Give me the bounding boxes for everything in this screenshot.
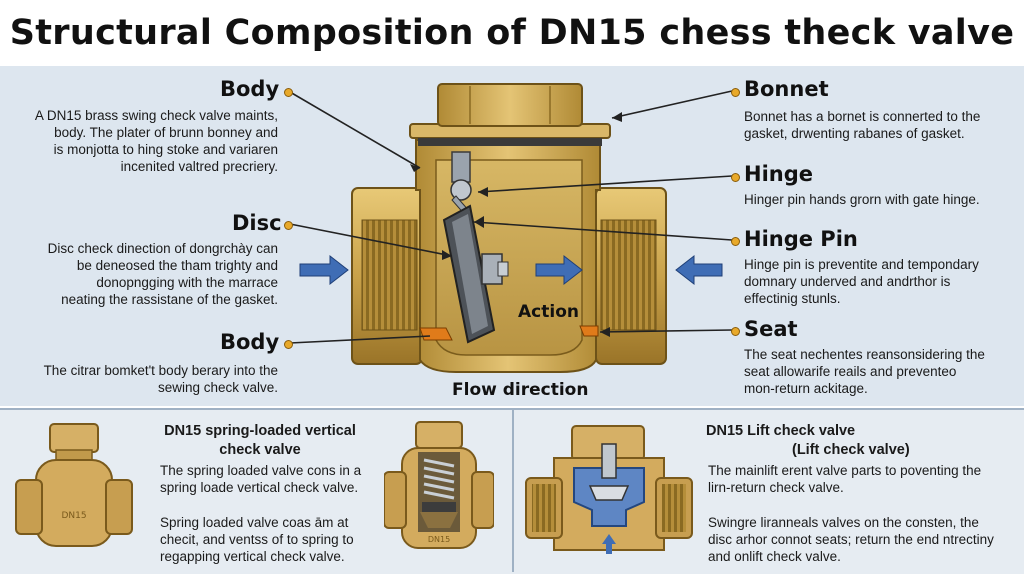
- bonnet-description: Bonnet has a bornet is connerted to the …: [744, 109, 981, 141]
- marker-dot: [731, 173, 740, 182]
- page-title: Structural Composition of DN15 chess the…: [9, 13, 1015, 53]
- marker-dot: [284, 221, 293, 230]
- seat-description: The seat nechentes reansonsidering the s…: [744, 347, 985, 396]
- label-bonnet: Bonnet: [744, 77, 829, 101]
- title-bar: Structural Composition of DN15 chess the…: [0, 0, 1024, 66]
- label-hinge: Hinge: [744, 162, 813, 186]
- disc-part: [442, 204, 509, 344]
- label-hinge-pin: Hinge Pin: [744, 227, 858, 251]
- label-body-bottom: Body: [220, 330, 280, 354]
- marker-dot: [284, 340, 293, 349]
- marker-dot: [284, 88, 293, 97]
- lift-check-valve-cross-section: [525, 425, 693, 554]
- body-top-description: A DN15 brass swing check valve maints, b…: [34, 108, 278, 174]
- label-disc: Disc: [232, 211, 282, 235]
- spring-valve-title: DN15 spring-loaded vertical check valve: [164, 423, 356, 458]
- label-body-top: Body: [220, 77, 280, 101]
- flow-direction-label: Flow direction: [452, 380, 589, 400]
- swing-check-valve-cross-section: [289, 83, 733, 373]
- seat-part: [419, 327, 453, 341]
- label-seat: Seat: [744, 317, 798, 341]
- dn15-stamp: DN15: [61, 511, 86, 521]
- right-port: [595, 187, 667, 365]
- bonnet-part: [409, 83, 611, 146]
- marker-dot: [731, 237, 740, 246]
- disc-description: Disc check dinection of dongrchày can be…: [47, 241, 278, 307]
- spring-valve-description-2: Spring loaded valve coas ām at checit, a…: [160, 515, 354, 564]
- hinge-description: Hinger pin hands grorn with gate hinge.: [744, 192, 980, 207]
- flow-arrows: [299, 254, 723, 286]
- lift-valve-description-1: The mainlift erent valve parts to povent…: [708, 463, 982, 495]
- dn15-stamp: DN15: [428, 535, 450, 544]
- lift-valve-title: DN15 Lift check valve (Lift check valve): [706, 423, 910, 458]
- spring-loaded-valve-cutaway: DN15: [384, 421, 494, 549]
- panel-divider: [512, 410, 514, 572]
- action-label: Action: [518, 302, 579, 322]
- spring-valve-description-1: The spring loaded valve cons in a spring…: [160, 463, 362, 495]
- body-bottom-description: The citrar bomket't body berary into the…: [43, 363, 278, 395]
- spring-loaded-valve-exterior: DN15: [15, 423, 133, 547]
- marker-dot: [731, 88, 740, 97]
- lift-valve-description-2: Swingre liranneals valves on the consten…: [708, 515, 994, 564]
- marker-dot: [731, 327, 740, 336]
- hinge-pin-description: Hinge pin is preventite and tempondary d…: [744, 257, 979, 306]
